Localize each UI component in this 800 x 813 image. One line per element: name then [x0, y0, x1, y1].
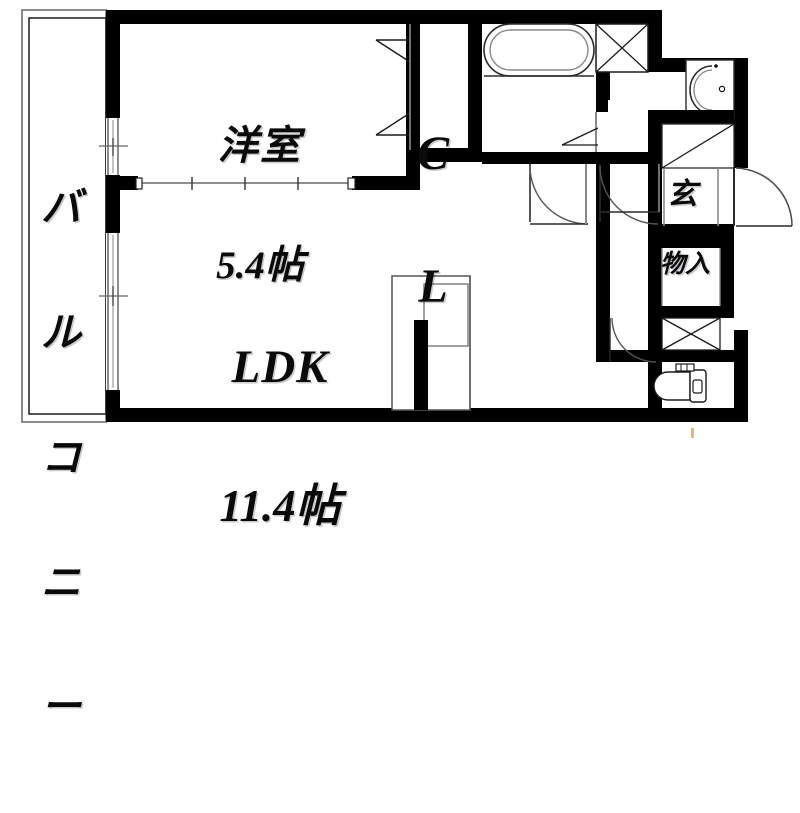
balcony-char-3: コ	[41, 434, 81, 480]
washitsu-walls	[120, 10, 420, 190]
lower-closet	[648, 318, 734, 362]
shoe-closet	[661, 123, 735, 169]
ldk-size: 11.4帖	[219, 480, 341, 531]
lower-closet-x	[661, 317, 721, 351]
closet-folding-door-lower	[375, 112, 411, 136]
bottom-accent-mark	[691, 428, 694, 438]
washitsu-sliding-door	[135, 177, 356, 190]
floor-plan: バ ル コ ニ ー 洋室 5.4帖 LDK 11.4帖 C L 玄 物入	[21, 9, 793, 728]
washroom-door	[529, 164, 589, 225]
hall-walls	[596, 110, 734, 168]
balcony-char-5: ー	[41, 684, 81, 730]
balcony-char-4: ニ	[41, 559, 81, 605]
entrance-door	[733, 167, 793, 227]
balcony-window-lower	[99, 233, 128, 390]
vanity-sink	[685, 59, 735, 119]
exterior-walls	[106, 10, 748, 422]
balcony-window-upper	[99, 118, 128, 175]
bath-door	[561, 112, 599, 152]
storage-walls	[648, 236, 734, 318]
closet-folding-door-upper	[375, 39, 411, 63]
hall-door	[599, 164, 660, 225]
bathtub	[483, 23, 595, 77]
toilet	[653, 363, 707, 403]
genkan-walls	[648, 168, 734, 236]
balcony-outline	[21, 9, 107, 423]
kitchen-counter	[391, 275, 471, 411]
washer-space	[595, 23, 649, 73]
toilet-door	[609, 317, 657, 363]
storage-door	[661, 248, 721, 306]
corridor-walls	[596, 186, 648, 362]
genkan-frame	[663, 168, 735, 226]
floor-plan-drawing	[21, 9, 793, 423]
kitchen-divider-wall	[414, 320, 428, 410]
closet-walls	[420, 10, 482, 162]
